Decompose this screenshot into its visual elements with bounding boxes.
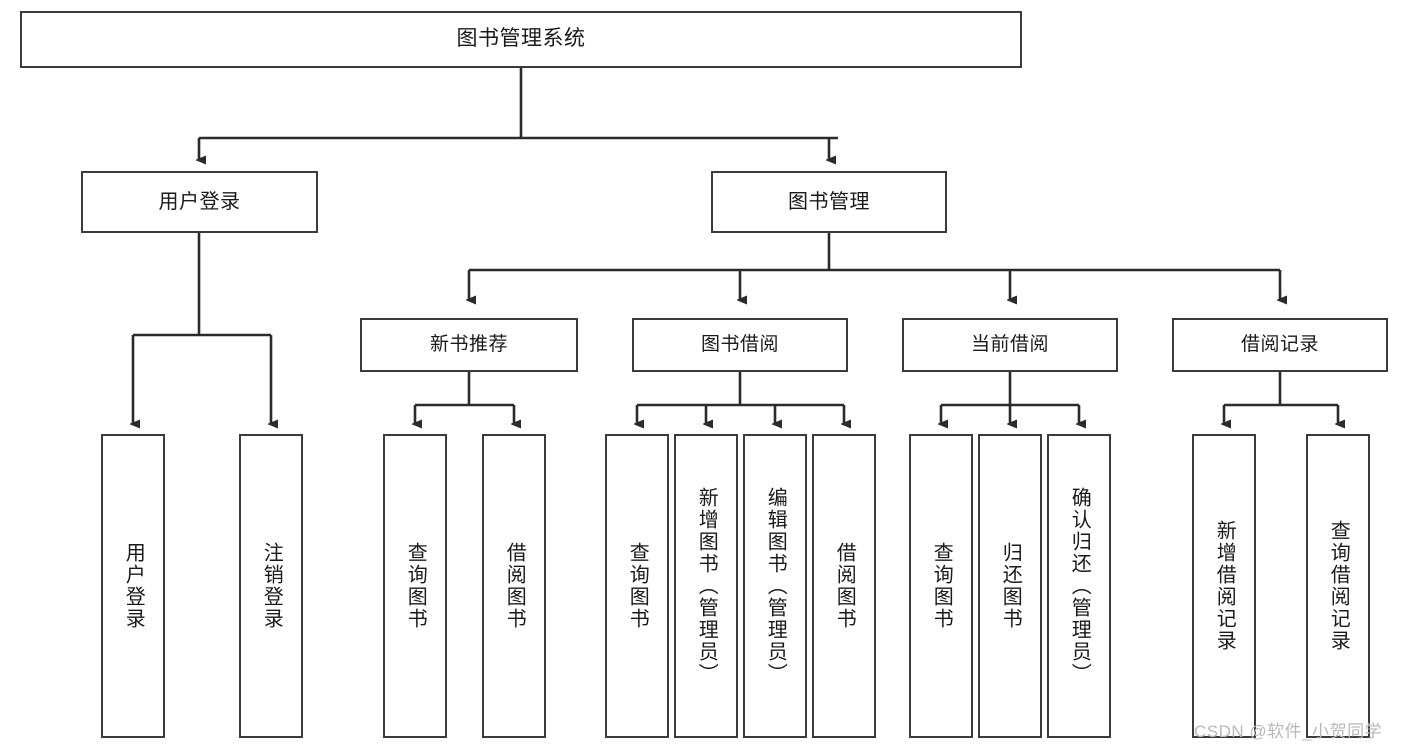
leaf-query-book-recommend-label: 查询图书 bbox=[404, 542, 427, 630]
leaf-add-book-admin[interactable]: 新增图书（管理员） bbox=[674, 434, 738, 738]
node-new-book-recommend[interactable]: 新书推荐 bbox=[360, 318, 578, 372]
leaf-user-login-label: 用户登录 bbox=[122, 542, 145, 630]
leaf-logout[interactable]: 注销登录 bbox=[239, 434, 303, 738]
leaf-query-book-recommend[interactable]: 查询图书 bbox=[383, 434, 447, 738]
node-root[interactable]: 图书管理系统 bbox=[20, 11, 1022, 68]
node-book-management-label: 图书管理 bbox=[788, 190, 870, 213]
leaf-add-borrow-record[interactable]: 新增借阅记录 bbox=[1192, 434, 1256, 738]
node-new-book-recommend-label: 新书推荐 bbox=[429, 334, 508, 356]
leaf-confirm-return-admin-label: 确认归还（管理员） bbox=[1068, 487, 1091, 685]
node-current-borrow[interactable]: 当前借阅 bbox=[902, 318, 1118, 372]
leaf-edit-book-admin[interactable]: 编辑图书（管理员） bbox=[743, 434, 807, 738]
node-root-label: 图书管理系统 bbox=[456, 27, 586, 51]
leaf-borrow-book-label: 借阅图书 bbox=[833, 542, 856, 630]
leaf-logout-label: 注销登录 bbox=[260, 542, 283, 630]
node-user-login-label: 用户登录 bbox=[158, 190, 241, 213]
leaf-borrow-book-recommend[interactable]: 借阅图书 bbox=[482, 434, 546, 738]
leaf-add-book-admin-label: 新增图书（管理员） bbox=[695, 487, 718, 685]
leaf-borrow-book-recommend-label: 借阅图书 bbox=[503, 542, 526, 630]
csdn-watermark: CSDN @软件_小贺同学 bbox=[1194, 722, 1383, 741]
leaf-query-borrow-record[interactable]: 查询借阅记录 bbox=[1306, 434, 1370, 738]
leaf-query-book-current[interactable]: 查询图书 bbox=[909, 434, 973, 738]
leaf-edit-book-admin-label: 编辑图书（管理员） bbox=[764, 487, 787, 685]
node-book-borrow-label: 图书借阅 bbox=[700, 334, 779, 356]
leaf-return-book[interactable]: 归还图书 bbox=[978, 434, 1042, 738]
leaf-return-book-label: 归还图书 bbox=[999, 542, 1022, 630]
node-book-management[interactable]: 图书管理 bbox=[711, 171, 947, 233]
leaf-query-book-borrow[interactable]: 查询图书 bbox=[605, 434, 669, 738]
node-user-login[interactable]: 用户登录 bbox=[81, 171, 318, 233]
leaf-query-book-borrow-label: 查询图书 bbox=[626, 542, 649, 630]
leaf-query-book-current-label: 查询图书 bbox=[930, 542, 953, 630]
leaf-query-borrow-record-label: 查询借阅记录 bbox=[1327, 520, 1350, 652]
node-book-borrow[interactable]: 图书借阅 bbox=[632, 318, 848, 372]
node-current-borrow-label: 当前借阅 bbox=[970, 334, 1049, 356]
leaf-add-borrow-record-label: 新增借阅记录 bbox=[1213, 520, 1236, 652]
leaf-borrow-book[interactable]: 借阅图书 bbox=[812, 434, 876, 738]
node-borrow-record-label: 借阅记录 bbox=[1240, 334, 1319, 356]
leaf-user-login[interactable]: 用户登录 bbox=[101, 434, 165, 738]
leaf-confirm-return-admin[interactable]: 确认归还（管理员） bbox=[1047, 434, 1111, 738]
node-borrow-record[interactable]: 借阅记录 bbox=[1172, 318, 1388, 372]
